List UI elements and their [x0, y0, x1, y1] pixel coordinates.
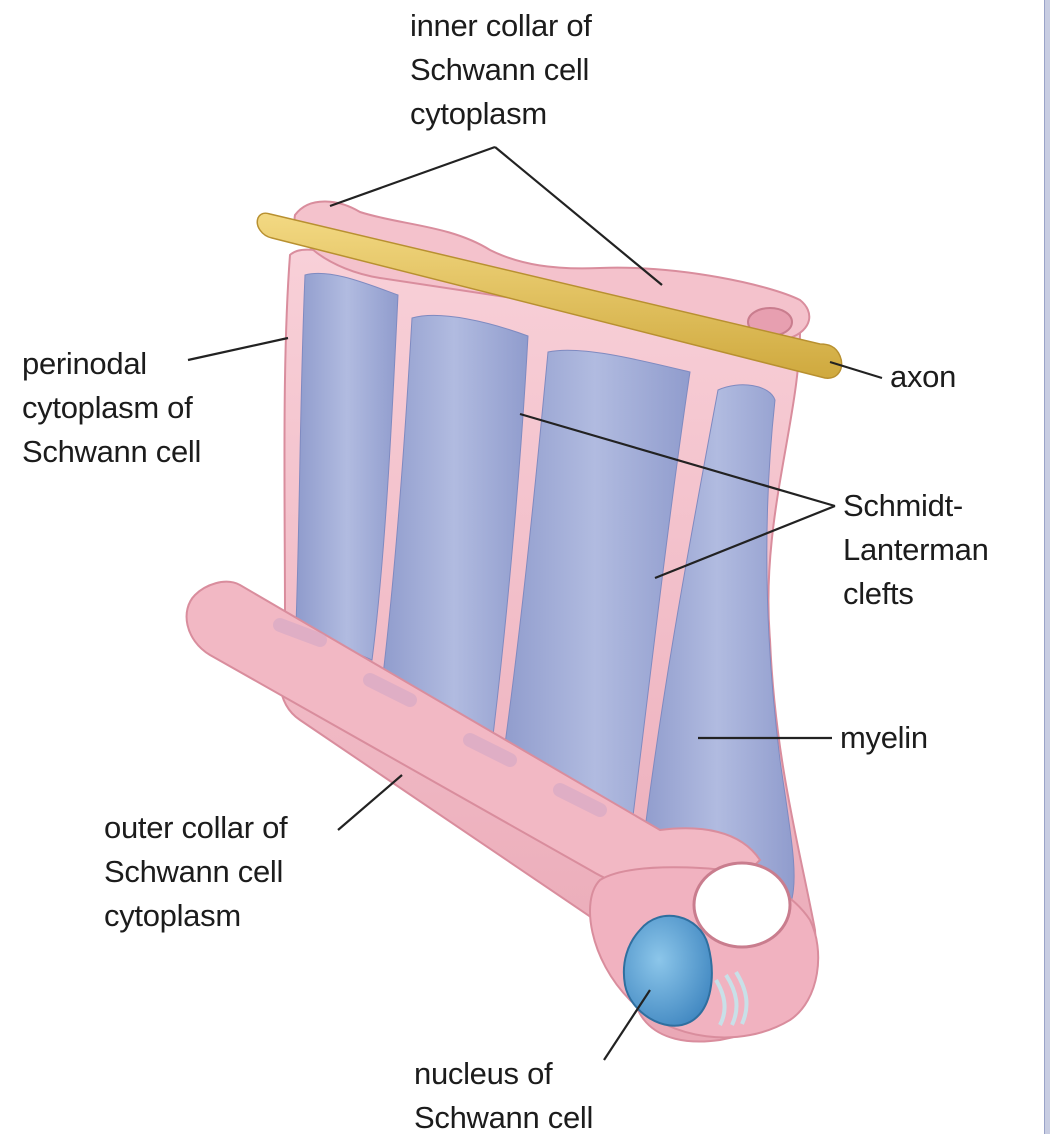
label-schmidt-line-1: Schmidt- — [843, 484, 989, 528]
leader-inner-collar-a — [330, 147, 495, 206]
label-nucleus-line-1: nucleus of — [414, 1052, 593, 1096]
label-outer-collar-line-3: cytoplasm — [104, 894, 287, 938]
label-schmidt-lanterman-clefts: Schmidt- Lanterman clefts — [843, 484, 989, 616]
label-schmidt-line-2: Lanterman — [843, 528, 989, 572]
label-inner-collar-line-3: cytoplasm — [410, 92, 592, 136]
window-edge — [1044, 0, 1050, 1134]
label-perinodal-line-1: perinodal — [22, 342, 201, 386]
cell-body-lumen — [694, 863, 790, 947]
label-inner-collar: inner collar of Schwann cell cytoplasm — [410, 4, 592, 136]
label-nucleus: nucleus of Schwann cell — [414, 1052, 593, 1140]
label-perinodal-line-3: Schwann cell — [22, 430, 201, 474]
label-outer-collar-line-1: outer collar of — [104, 806, 287, 850]
label-perinodal-line-2: cytoplasm of — [22, 386, 201, 430]
label-perinodal-cytoplasm: perinodal cytoplasm of Schwann cell — [22, 342, 201, 474]
label-axon: axon — [890, 355, 956, 399]
label-inner-collar-line-1: inner collar of — [410, 4, 592, 48]
leader-nucleus — [604, 990, 650, 1060]
label-outer-collar: outer collar of Schwann cell cytoplasm — [104, 806, 287, 938]
label-myelin: myelin — [840, 716, 928, 760]
label-myelin-line-1: myelin — [840, 716, 928, 760]
leader-outer-collar — [338, 775, 402, 830]
label-inner-collar-line-2: Schwann cell — [410, 48, 592, 92]
label-axon-line-1: axon — [890, 355, 956, 399]
label-nucleus-line-2: Schwann cell — [414, 1096, 593, 1140]
leader-perinodal — [188, 338, 288, 360]
label-outer-collar-line-2: Schwann cell — [104, 850, 287, 894]
label-schmidt-line-3: clefts — [843, 572, 989, 616]
